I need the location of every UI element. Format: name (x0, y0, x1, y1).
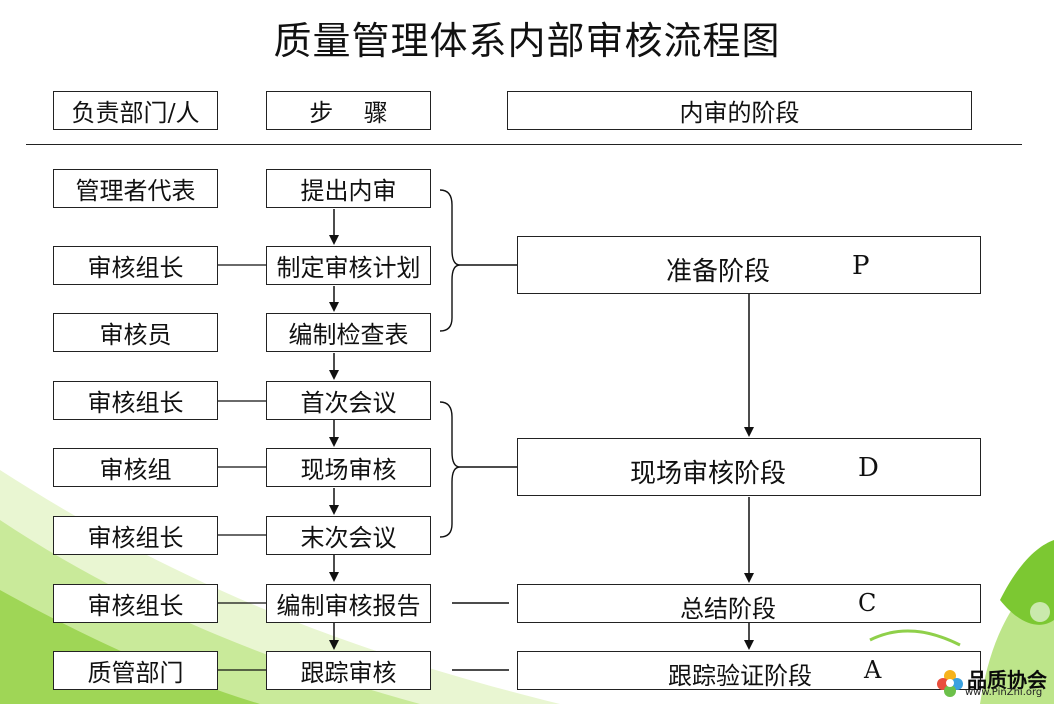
stage-name: 准备阶段 (666, 257, 771, 287)
dept-box: 审核组长 (53, 381, 218, 420)
pinzhi-logo: 品质协会 www.PinZhi.org (935, 664, 1053, 702)
stage-box-onsite: 现场审核阶段 D (517, 438, 981, 496)
stage-code: A (864, 656, 882, 684)
dept-box: 审核组长 (53, 584, 218, 623)
bracket-onsite (439, 401, 461, 538)
stage-box-follow: 跟踪验证阶段 A (517, 651, 981, 690)
header-stage: 内审的阶段 (507, 91, 972, 130)
bracket-prep (439, 189, 461, 332)
header-divider (26, 144, 1022, 145)
header-dept: 负责部门/人 (53, 91, 218, 130)
stage-code: D (858, 453, 879, 483)
stage-name: 总结阶段 (680, 595, 776, 623)
dept-box: 审核员 (53, 313, 218, 352)
dept-box: 管理者代表 (53, 169, 218, 208)
step-box: 编制检查表 (266, 313, 431, 352)
step-box: 跟踪审核 (266, 651, 431, 690)
step-box: 现场审核 (266, 448, 431, 487)
step-box: 末次会议 (266, 516, 431, 555)
step-box: 制定审核计划 (266, 246, 431, 285)
stage-code: C (858, 589, 877, 617)
leaf-highlight (1030, 602, 1050, 622)
stage-box-summary: 总结阶段 C (517, 584, 981, 623)
flower-icon (937, 670, 963, 697)
logo-url: www.PinZhi.org (965, 687, 1043, 698)
vine-stroke (869, 629, 961, 647)
stage-box-prep: 准备阶段 P (517, 236, 981, 294)
dept-box: 审核组 (53, 448, 218, 487)
logo-name: 品质协会 (967, 668, 1047, 692)
page-title: 质量管理体系内部审核流程图 (273, 19, 781, 63)
stage-name: 跟踪验证阶段 (668, 662, 812, 690)
header-step: 步 骤 (266, 91, 431, 130)
dept-box: 质管部门 (53, 651, 218, 690)
dept-box: 审核组长 (53, 516, 218, 555)
stage-name: 现场审核阶段 (630, 459, 787, 489)
stage-code: P (852, 251, 870, 281)
step-box: 首次会议 (266, 381, 431, 420)
dept-box: 审核组长 (53, 246, 218, 285)
step-box: 提出内审 (266, 169, 431, 208)
step-box: 编制审核报告 (266, 584, 431, 623)
